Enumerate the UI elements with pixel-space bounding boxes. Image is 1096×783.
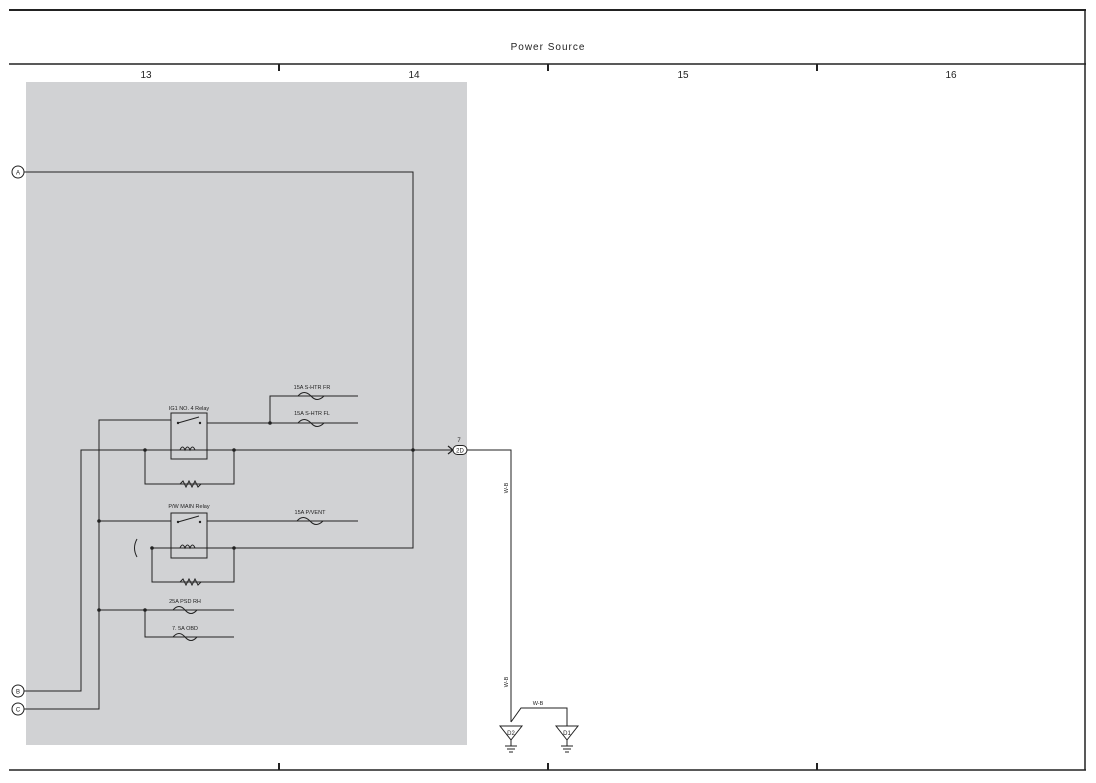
connector-2d-id: 2D	[456, 449, 464, 455]
lower-fuse-wires	[99, 609, 234, 638]
ground-d2-label: D2	[507, 731, 515, 737]
ig1-resistor	[179, 479, 202, 489]
pw-main-relay	[170, 512, 208, 559]
junction-connector-2d: 2D 7	[447, 438, 468, 455]
wire-a	[24, 171, 414, 549]
pw-main-resistor	[179, 577, 202, 587]
fuse-s-htr-fr-label: 15A S-HTR FR	[294, 385, 331, 391]
ground-branch-wire	[510, 707, 568, 726]
column-label-16: 16	[945, 70, 957, 81]
fuse-s-htr-fl	[297, 419, 325, 427]
fuse-p-vent-label: 15A P/VENT	[295, 510, 327, 516]
ig1-relay	[170, 412, 208, 460]
diagram-frame	[9, 9, 1086, 771]
ig1-coil-loop	[144, 450, 235, 485]
diagram-title: Power Source	[511, 42, 586, 53]
fuse-psd-rh-label: 25A PSD RH	[169, 599, 201, 605]
junction-dots	[97, 421, 415, 612]
connector-b: B	[11, 684, 25, 698]
svg-text:A: A	[16, 171, 20, 177]
svg-text:C: C	[16, 708, 21, 714]
fuse-psd-rh	[172, 606, 198, 614]
fuse-s-htr-fl-label: 15A S-HTR FL	[294, 411, 330, 417]
wire-c	[24, 419, 171, 710]
pw-main-relay-label: P/W MAIN Relay	[168, 504, 210, 510]
fuse-s-htr-fr	[297, 392, 325, 400]
wire-color-label-branch: W-B	[533, 701, 544, 707]
wire-color-label-upper: W-B	[504, 482, 510, 493]
continuation-mark-icon	[134, 538, 138, 558]
wire-color-label-lower: W-B	[504, 676, 510, 687]
column-label-15: 15	[677, 70, 689, 81]
ground-d2-icon	[498, 725, 524, 753]
ground-wire	[467, 449, 512, 722]
fuse-feed-wire	[269, 395, 358, 423]
fuse-p-vent	[296, 517, 324, 525]
ig1-relay-label: IG1 NO. 4 Relay	[169, 406, 210, 412]
fuse-obd	[172, 633, 198, 641]
junction-block-area	[26, 82, 467, 745]
ground-d1-icon	[554, 725, 580, 753]
wire-b	[24, 449, 456, 692]
connector-a: A	[11, 165, 25, 179]
fuse-obd-label: 7. 5A OBD	[172, 626, 198, 632]
svg-text:B: B	[16, 690, 20, 696]
connector-c: C	[11, 702, 25, 716]
column-label-13: 13	[140, 70, 152, 81]
ground-d1-label: D1	[563, 731, 571, 737]
column-label-14: 14	[408, 70, 420, 81]
connector-2d-pin: 7	[457, 438, 461, 444]
